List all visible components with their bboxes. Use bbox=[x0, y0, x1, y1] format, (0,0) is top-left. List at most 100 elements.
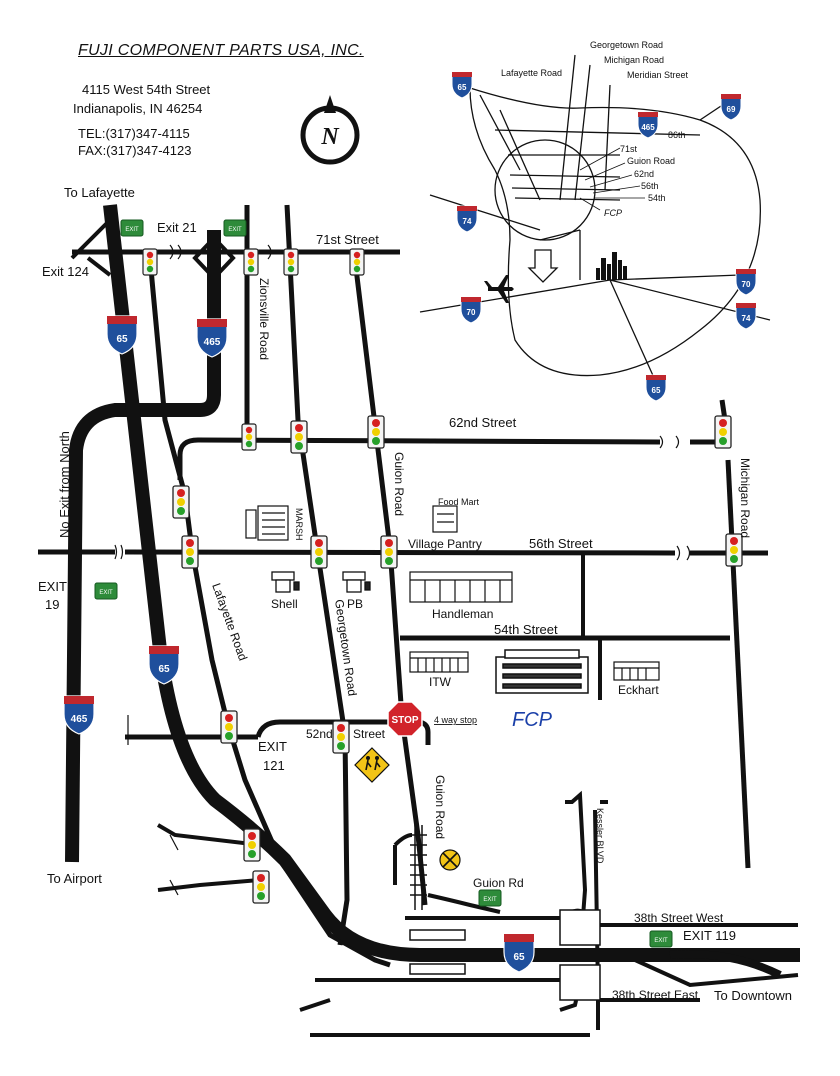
traffic-light-icon bbox=[714, 415, 732, 449]
local-roads bbox=[38, 204, 799, 1037]
traffic-light-icon bbox=[290, 420, 308, 454]
inset-fcp-label: FCP bbox=[604, 208, 622, 218]
inset-62nd-label: 62nd bbox=[634, 169, 654, 179]
svg-text:70: 70 bbox=[467, 308, 476, 317]
itw-label: ITW bbox=[429, 675, 452, 689]
to-airport-label: To Airport bbox=[47, 871, 102, 886]
i65-shield-icon: 65 bbox=[148, 645, 180, 685]
traffic-light-icon bbox=[181, 535, 199, 569]
to-lafayette-label: To Lafayette bbox=[64, 185, 135, 200]
i65-shield-icon: 65 bbox=[451, 71, 473, 99]
traffic-light-icon bbox=[172, 485, 190, 519]
traffic-light-icon bbox=[349, 248, 365, 276]
overpass-marks bbox=[114, 244, 691, 896]
village-pantry-label: Village Pantry bbox=[408, 537, 482, 551]
railroad-crossing-icon bbox=[439, 849, 461, 871]
traffic-light-icon bbox=[241, 423, 257, 451]
svg-text:65: 65 bbox=[652, 386, 661, 395]
svg-text:465: 465 bbox=[204, 337, 221, 348]
38th-street-west-label: 38th Street West bbox=[634, 911, 724, 925]
stop-sign-icon: STOP bbox=[387, 701, 423, 737]
traffic-light-icon bbox=[142, 248, 158, 276]
traffic-light-icon bbox=[380, 535, 398, 569]
traffic-light-icon bbox=[243, 248, 259, 276]
62nd-street-label: 62nd Street bbox=[449, 415, 517, 430]
no-exit-from-north-label: No Exit from North bbox=[57, 431, 72, 538]
inset-guion-label: Guion Road bbox=[627, 156, 675, 166]
svg-text:65: 65 bbox=[458, 83, 467, 92]
marsh-building bbox=[245, 505, 289, 541]
exit-sign-icons: EXIT EXIT EXIT EXIT EXIT bbox=[94, 219, 673, 948]
i70-shield-icon: 70 bbox=[735, 268, 757, 296]
svg-text:N: N bbox=[320, 124, 340, 150]
traffic-light-icon bbox=[310, 535, 328, 569]
guion-road-south-label: Guion Road bbox=[433, 775, 447, 839]
71st-street-label: 71st Street bbox=[316, 232, 379, 247]
i74-shield-icon: 74 bbox=[456, 205, 478, 233]
telephone: TEL:(317)347-4115 bbox=[78, 126, 190, 141]
svg-text:EXIT: EXIT bbox=[125, 227, 139, 233]
traffic-light-icon bbox=[220, 710, 238, 744]
svg-text:EXIT: EXIT bbox=[228, 227, 242, 233]
exit-124-label: Exit 124 bbox=[42, 264, 89, 279]
svg-text:465: 465 bbox=[71, 714, 88, 725]
village-pantry-building bbox=[432, 505, 458, 533]
address-line-2: Indianapolis, IN 46254 bbox=[73, 101, 203, 116]
inset-shields: 65 465 69 74 70 70 74 65 bbox=[451, 71, 757, 402]
svg-text:69: 69 bbox=[727, 105, 736, 114]
bridge-markings bbox=[409, 909, 601, 1001]
exit-19-number: 19 bbox=[45, 597, 59, 612]
company-name: FUJI COMPONENT PARTS USA, INC. bbox=[78, 42, 364, 59]
address-line-1: 4115 West 54th Street bbox=[82, 82, 211, 97]
airplane-icon bbox=[484, 275, 514, 303]
i465-shield-icon: 465 bbox=[637, 111, 659, 139]
54th-street-label: 54th Street bbox=[494, 622, 558, 637]
svg-text:65: 65 bbox=[513, 952, 525, 963]
fcp-building bbox=[495, 649, 589, 694]
railroad bbox=[410, 825, 427, 910]
map-labels: To Lafayette Exit 21 Exit 124 71st Stree… bbox=[38, 185, 792, 1003]
inset-leaders bbox=[579, 147, 645, 211]
svg-text:70: 70 bbox=[742, 280, 751, 289]
city-skyline-icon bbox=[596, 252, 627, 280]
i465-shield-icon: 465 bbox=[63, 695, 95, 735]
michigan-road-label: Michigan Road bbox=[738, 458, 752, 538]
handleman-label: Handleman bbox=[432, 607, 493, 621]
interstate-shields: 65 465 65 465 65 bbox=[63, 315, 535, 973]
fcp-location-label: FCP bbox=[512, 709, 553, 731]
i70-shield-icon: 70 bbox=[460, 296, 482, 324]
inset-56th-label: 56th bbox=[641, 181, 659, 191]
food-mart-label: Food Mart bbox=[438, 497, 480, 507]
zionsville-road-label: Zionsville Road bbox=[257, 278, 271, 360]
i74-shield-icon: 74 bbox=[735, 302, 757, 330]
inset-71st-label: 71st bbox=[620, 144, 638, 154]
shell-label: Shell bbox=[271, 597, 298, 611]
inset-michigan-label: Michigan Road bbox=[604, 55, 664, 65]
guion-rd-label: Guion Rd bbox=[473, 876, 524, 890]
svg-text:EXIT: EXIT bbox=[99, 590, 113, 596]
inset-86th-label: 86th bbox=[668, 130, 686, 140]
guion-road-label: Guion Road bbox=[392, 452, 406, 516]
svg-text:74: 74 bbox=[742, 314, 751, 323]
exit-119-label: EXIT 119 bbox=[683, 928, 736, 943]
street-label: Street bbox=[353, 727, 386, 741]
52nd-label: 52nd bbox=[306, 727, 333, 741]
i69-shield-icon: 69 bbox=[720, 93, 742, 121]
inset-54th-label: 54th bbox=[648, 193, 666, 203]
svg-text:74: 74 bbox=[463, 217, 472, 226]
four-way-stop-label: 4 way stop bbox=[434, 715, 477, 725]
school-crossing-icon bbox=[354, 747, 390, 783]
lafayette-road-label: Lafayette Road bbox=[209, 581, 250, 662]
inset-georgetown-label: Georgetown Road bbox=[590, 40, 663, 50]
traffic-light-icon bbox=[243, 828, 261, 862]
pb-label: PB bbox=[347, 597, 363, 611]
inset-lafayette-label: Lafayette Road bbox=[501, 68, 562, 78]
eckhart-label: Eckhart bbox=[618, 683, 659, 697]
svg-text:EXIT: EXIT bbox=[483, 897, 497, 903]
traffic-light-icon bbox=[332, 720, 350, 754]
compass-icon: N bbox=[300, 95, 360, 165]
pb-station bbox=[342, 571, 371, 593]
handleman-building bbox=[409, 571, 513, 603]
exit-121-number: 121 bbox=[263, 758, 285, 773]
